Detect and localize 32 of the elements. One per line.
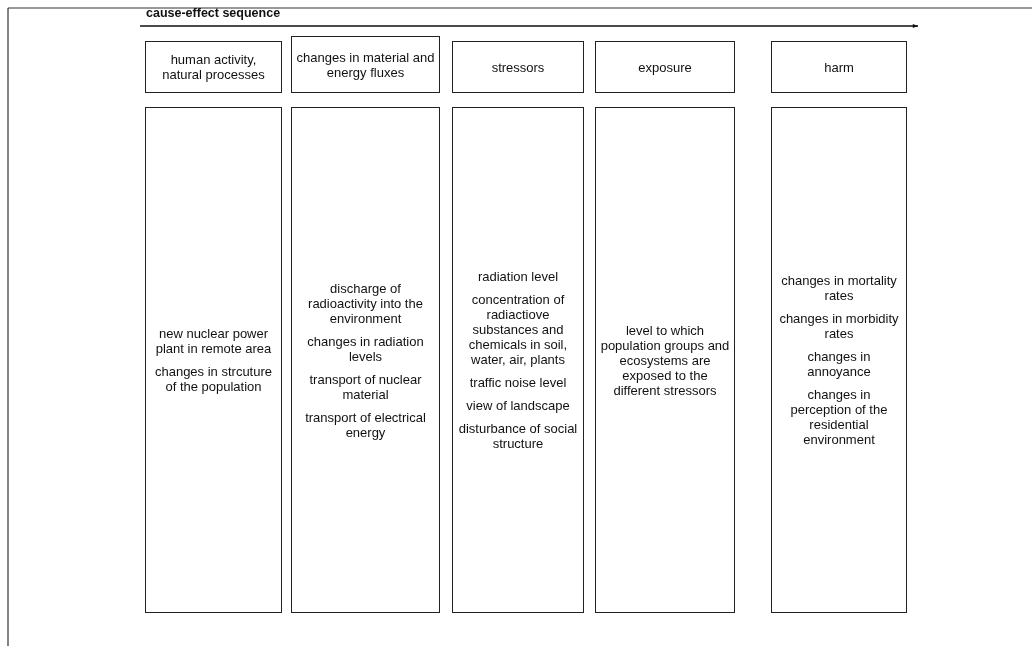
stage-item: changes in strcuture of the population xyxy=(153,364,274,394)
stage-item: new nuclear power plant in remote area xyxy=(154,326,273,356)
stage-detail-box xyxy=(145,107,282,613)
stage-detail-box xyxy=(452,107,584,613)
stage-item: view of landscape xyxy=(466,398,570,413)
stage-header-box xyxy=(595,41,735,93)
stage-header-box xyxy=(452,41,584,93)
stage-title: human activity, natural processes xyxy=(161,52,266,82)
stage-item: disturbance of social structure xyxy=(457,421,579,451)
stage-detail-box xyxy=(595,107,735,613)
stage-item: level to which population groups and ecosystems are exposed to the different stressors xyxy=(600,322,730,398)
stage-detail-box xyxy=(771,107,907,613)
stage-header-box xyxy=(771,41,907,93)
stage-item: discharge of radioactivity into the environment xyxy=(307,280,424,326)
stage-item: changes in mortality rates xyxy=(780,273,898,303)
stage-item: transport of electrical energy xyxy=(304,409,427,440)
stage-title: stressors xyxy=(491,59,545,75)
stage-header-box xyxy=(291,36,440,93)
stage-item: concentration of radiactiove substances and chemicals in soil, water, air, plants xyxy=(467,292,569,367)
stage-header-box xyxy=(145,41,282,93)
stage-title: harm xyxy=(824,59,854,75)
stage-title: exposure xyxy=(638,59,692,75)
sequence-heading: cause-effect sequence xyxy=(146,6,281,20)
stage-item: changes in radiation levels xyxy=(306,333,425,364)
stage-title: changes in material and energy fluxes xyxy=(296,49,435,80)
stage-item: transport of nuclear material xyxy=(308,371,423,402)
stage-item: changes in perception of the residential environment xyxy=(789,387,889,447)
stage-item: radiation level xyxy=(477,269,559,284)
stage-detail-box xyxy=(291,107,440,613)
stage-item: traffic noise level xyxy=(469,375,567,390)
stage-item: changes in morbidity rates xyxy=(778,311,900,341)
stage-item: changes in annoyance xyxy=(806,349,872,379)
